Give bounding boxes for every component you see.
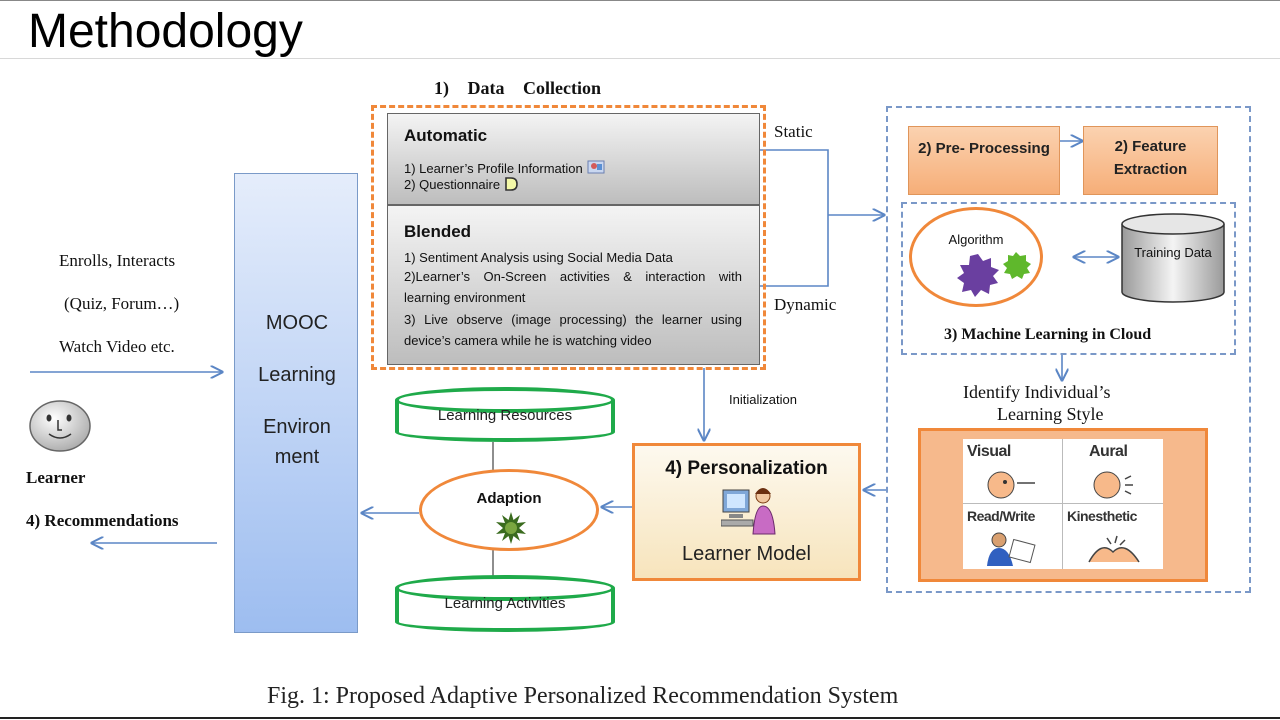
data-collection-number: 1): [434, 78, 449, 98]
learning-styles-grid: Visual Aural Read/Write Kinesthetic: [963, 439, 1163, 569]
learning-resources-cylinder-top: [395, 387, 615, 413]
blended-title: Blended: [404, 222, 472, 241]
learner-face-icon: [29, 400, 91, 452]
learning-activities-cylinder-top: [395, 575, 615, 601]
title-divider: [0, 58, 1280, 59]
automatic-item-questionnaire: 2) Questionnaire: [404, 177, 518, 193]
personalization-box: 4) Personalization Learner Model: [632, 443, 861, 581]
learner-at-computer-icon: [721, 488, 776, 535]
style-kinesthetic-cell: Kinesthetic: [1063, 504, 1163, 569]
adaption-gear-icon: [496, 512, 526, 544]
learning-resources-label: Learning Resources: [437, 407, 573, 424]
kinesthetic-hands-icon: [1088, 535, 1140, 563]
cloud-frame: [886, 106, 1251, 593]
feature-extraction-box: 2) Feature Extraction: [1083, 126, 1218, 195]
data-collection-frame: [371, 105, 766, 370]
algorithm-ellipse: Algorithm: [909, 207, 1043, 307]
data-collection-heading: 1) Data Collection: [434, 78, 601, 99]
mooc-line-4: ment: [274, 446, 320, 468]
aural-ear-face-icon: [1093, 471, 1133, 499]
enrolls-label: Enrolls, Interacts: [59, 251, 176, 270]
style-visual-label: Visual: [967, 443, 1011, 460]
automatic-item-profile: 1) Learner’s Profile Information: [404, 159, 606, 177]
adaption-label: Adaption: [476, 490, 542, 507]
mooc-line-3: Environ: [263, 416, 331, 438]
training-data-label: Training Data: [1134, 245, 1212, 260]
mooc-label: MOOC Learning Environ ment: [235, 312, 359, 469]
watch-video-label: Watch Video etc.: [59, 337, 175, 356]
automatic-title: Automatic: [404, 126, 488, 145]
mooc-environment-box: MOOC Learning Environ ment: [234, 173, 358, 633]
visual-eye-face-icon: [987, 471, 1035, 499]
questionnaire-icon: [504, 177, 518, 191]
blended-item-live-observe: 3) Live observe (image processing) the l…: [404, 312, 742, 348]
style-aural-label: Aural: [1089, 443, 1128, 460]
data-collection-title: Data Collection: [467, 78, 601, 98]
recommendations-label: 4) Recommendations: [26, 511, 179, 530]
pre-processing-box: 2) Pre- Processing: [908, 126, 1060, 195]
bottom-border: [0, 717, 1280, 719]
mooc-line-2: Learning: [258, 364, 336, 386]
personalization-title: 4) Personalization: [665, 458, 828, 479]
learning-activities-label: Learning Activities: [444, 595, 566, 612]
training-data-cylinder: [1121, 213, 1225, 303]
dynamic-label: Dynamic: [774, 295, 837, 314]
initialization-label: Initialization: [729, 392, 797, 407]
algorithm-gears-icon: [957, 252, 1031, 297]
figure-caption: Fig. 1: Proposed Adaptive Personalized R…: [267, 683, 899, 709]
learner-label: Learner: [26, 468, 86, 487]
line-static: [752, 149, 829, 287]
blended-panel: Blended 1) Sentiment Analysis using Soci…: [387, 205, 760, 365]
style-readwrite-cell: Read/Write: [963, 504, 1063, 569]
adaption-ellipse: Adaption: [419, 469, 599, 551]
mooc-line-1: MOOC: [265, 312, 329, 334]
machine-learning-label: 3) Machine Learning in Cloud: [944, 326, 1152, 343]
algorithm-label: Algorithm: [948, 232, 1004, 247]
style-kinesthetic-label: Kinesthetic: [1067, 508, 1137, 524]
quiz-forum-label: (Quiz, Forum…): [64, 294, 180, 313]
profile-icon: [587, 160, 605, 174]
machine-learning-frame: [901, 202, 1236, 355]
learner-model-label: Learner Model: [682, 543, 811, 565]
automatic-panel: Automatic 1) Learner’s Profile Informati…: [387, 113, 760, 205]
readwrite-person-icon: [987, 532, 1036, 566]
identify-label-line2: Learning Style: [997, 404, 1104, 424]
style-visual-cell: Visual: [963, 439, 1063, 504]
slide-title: Methodology: [28, 5, 303, 58]
blended-item-onscreen: 2)Learner’s On-Screen activities & inter…: [404, 269, 742, 305]
identify-label-line1: Identify Individual’s: [963, 382, 1111, 402]
style-readwrite-label: Read/Write: [967, 508, 1035, 524]
blended-item-sentiment: 1) Sentiment Analysis using Social Media…: [404, 250, 673, 265]
top-border: [0, 0, 1280, 1]
style-aural-cell: Aural: [1063, 439, 1163, 504]
static-label: Static: [774, 122, 813, 141]
